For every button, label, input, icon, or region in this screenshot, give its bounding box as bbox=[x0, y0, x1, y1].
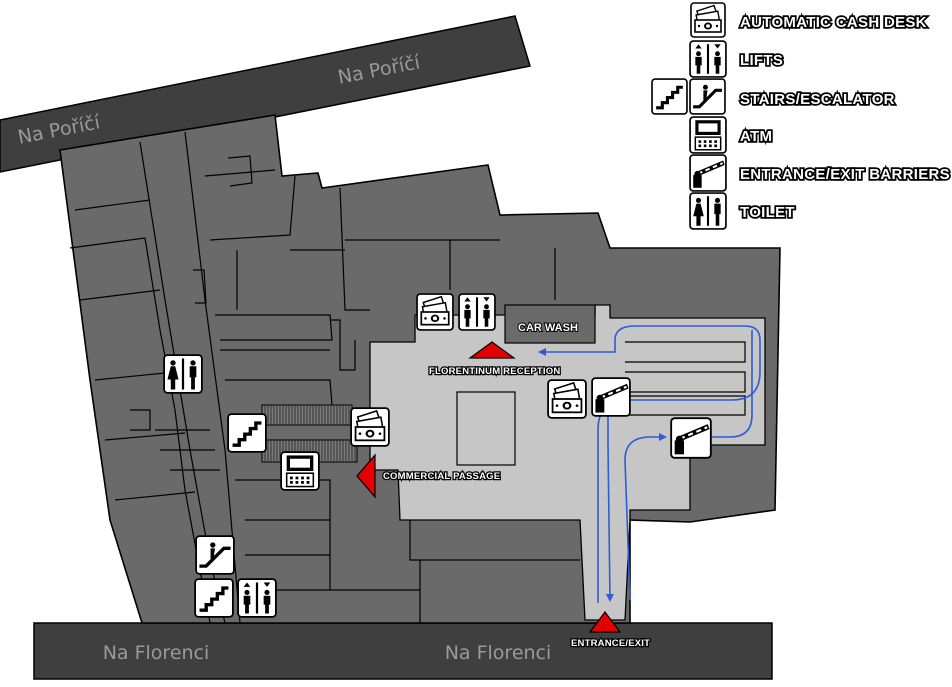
legend-atm-icon bbox=[689, 116, 727, 154]
stairs-icon[interactable] bbox=[194, 578, 234, 618]
car-wash-label: CAR WASH bbox=[518, 322, 578, 334]
street-na-porici bbox=[0, 15, 531, 173]
street-label-bottom-left: Na Florenci bbox=[103, 642, 210, 664]
commercial-passage-label: COMMERCIAL PASSAGE bbox=[383, 471, 500, 482]
legend-label-lifts: LIFTS bbox=[740, 52, 783, 69]
lifts-icon[interactable] bbox=[237, 578, 277, 618]
legend-label-barriers: ENTRANCE/EXIT BARRIERS bbox=[740, 166, 950, 183]
entrance-exit-marker bbox=[588, 611, 622, 633]
street-label-bottom-right: Na Florenci bbox=[445, 642, 552, 664]
legend-label-atm: ATM bbox=[740, 128, 772, 145]
legend-label-stairs-escalator: STAIRS/ESCALATOR bbox=[740, 91, 895, 108]
legend-lifts-icon bbox=[689, 40, 727, 78]
legend-barrier-icon bbox=[689, 154, 727, 192]
lifts-icon[interactable] bbox=[458, 293, 496, 331]
atm-icon[interactable] bbox=[280, 451, 320, 491]
barrier-icon[interactable] bbox=[670, 417, 712, 459]
parking-plaza bbox=[369, 304, 766, 621]
barrier-icon[interactable] bbox=[591, 377, 631, 417]
escalator-icon[interactable] bbox=[195, 535, 235, 575]
inner-structure bbox=[456, 391, 516, 466]
car-wash-bay bbox=[504, 304, 596, 344]
cash-desk-icon[interactable] bbox=[350, 407, 390, 447]
stairs-icon[interactable] bbox=[227, 413, 267, 453]
cash-desk-icon[interactable] bbox=[416, 293, 454, 331]
street-na-florenci bbox=[33, 622, 773, 680]
legend-toilet-icon bbox=[689, 192, 727, 230]
reception-label: FLORENTINUM RECEPTION bbox=[429, 366, 560, 377]
legend-cash-desk-icon bbox=[690, 2, 726, 38]
reception-marker bbox=[468, 341, 516, 359]
legend-label-toilet: TOILET bbox=[740, 204, 795, 221]
legend-escalator-icon bbox=[689, 78, 726, 115]
entrance-exit-label: ENTRANCE/EXIT bbox=[571, 638, 650, 649]
toilet-icon[interactable] bbox=[163, 354, 203, 394]
legend-label-cash-desk: AUTOMATIC CASH DESK bbox=[740, 14, 927, 31]
commercial-passage-marker bbox=[356, 453, 376, 499]
legend: AUTOMATIC CASH DESK LIFTS STAIRS/ESCALAT… bbox=[651, 2, 951, 230]
legend-stairs-icon bbox=[651, 78, 688, 115]
parking-stalls bbox=[625, 341, 746, 416]
cash-desk-icon[interactable] bbox=[547, 379, 587, 419]
